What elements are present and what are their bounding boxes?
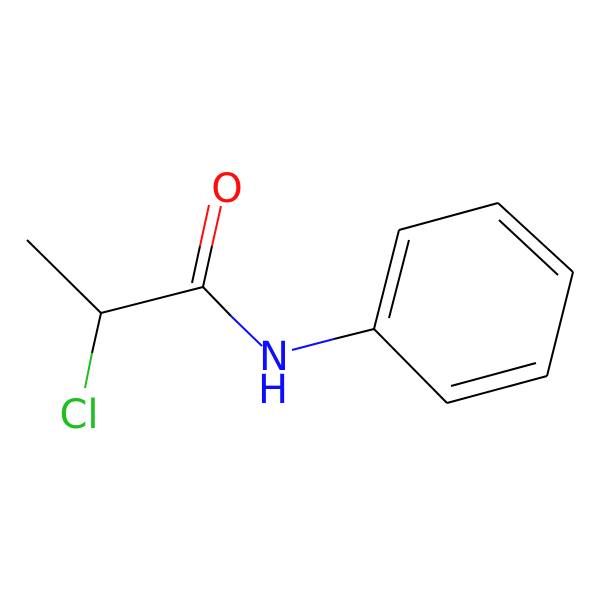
ring-bond-4 xyxy=(546,271,574,377)
bond-carbonyl-o-outer-oxygen xyxy=(211,205,222,247)
bond-ch-cl-chlorine-half xyxy=(84,352,93,389)
bond-carbonyl-o-inner-oxygen xyxy=(199,204,210,247)
bond-carbonyl-o-inner-carbon xyxy=(191,245,201,284)
bond-carbonyl-o-outer-carbon xyxy=(202,245,213,288)
chlorine-label: Cl xyxy=(59,392,98,438)
bond-n-phenyl-nitrogen-half xyxy=(291,338,335,351)
ring-bond-3-inner xyxy=(498,219,559,276)
ring-bond-2 xyxy=(398,202,499,231)
nitrogen-hydrogen-label: H xyxy=(258,367,288,413)
ring-bond-5-inner xyxy=(450,362,537,387)
bond-carbonyl-n-carbon-half xyxy=(202,286,232,317)
ring-bond-6 xyxy=(373,328,448,404)
bond-methyl-ch xyxy=(26,239,102,314)
bond-ch-carbonyl xyxy=(100,286,204,314)
ring-bond-5 xyxy=(446,375,548,404)
ring-bond-3 xyxy=(497,202,574,273)
bond-n-phenyl-carbon-half xyxy=(333,328,375,340)
bond-ch-cl-carbon-half xyxy=(91,312,102,354)
bond-carbonyl-n-nitrogen-half xyxy=(230,315,263,347)
ring-bond-1 xyxy=(373,229,400,330)
nitrogen-label: N xyxy=(259,334,289,380)
ring-bond-1-inner xyxy=(388,239,410,319)
oxygen-label: O xyxy=(211,166,242,212)
